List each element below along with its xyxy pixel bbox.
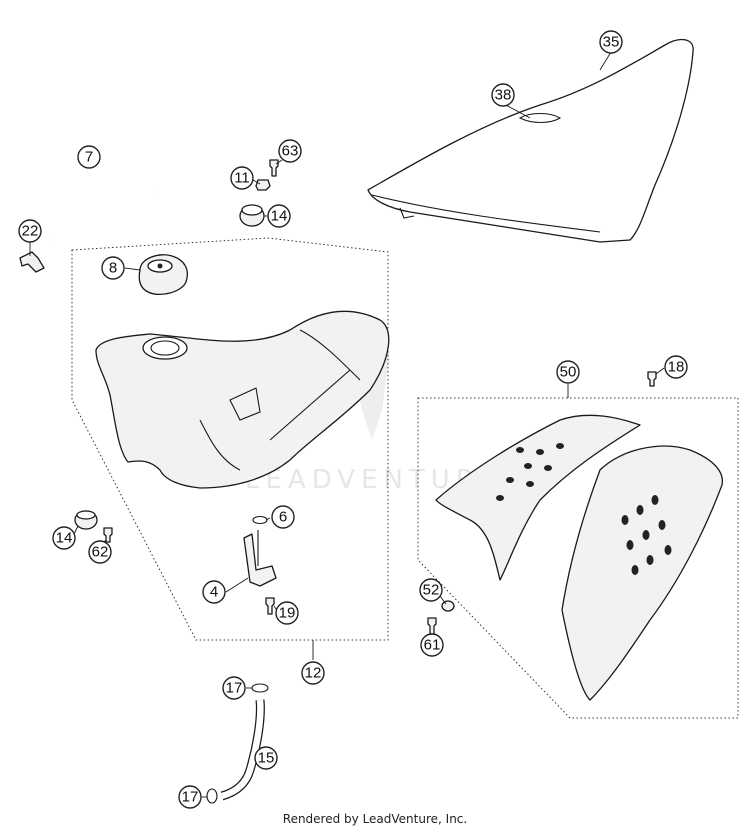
seat [367,38,694,243]
callout-7: 7 [77,145,101,169]
bolt-63 [269,159,279,177]
fuel-tap [243,530,277,587]
callout-17-top-label: 17 [226,680,243,697]
callout-8: 8 [101,256,125,280]
callout-17-bottom-label: 17 [182,789,199,806]
screw-62 [103,527,113,543]
callout-12: 12 [301,661,325,685]
callout-52: 52 [419,578,443,602]
callout-17-bottom: 17 [178,785,202,809]
callout-63: 63 [278,139,302,163]
screw-61 [427,617,437,635]
callout-17-top: 17 [222,676,246,700]
callout-52-label: 52 [423,582,440,599]
callout-62: 62 [88,540,112,564]
hose-clamp-bottom [206,788,218,804]
callout-15-label: 15 [258,750,275,767]
callout-35-label: 35 [603,34,620,51]
callout-61-label: 61 [424,637,441,654]
callout-22: 22 [18,219,42,243]
callout-35: 35 [599,30,623,54]
o-ring [252,515,268,525]
fuel-line [220,699,265,801]
callout-12-label: 12 [305,665,322,682]
callout-14-top: 14 [267,204,291,228]
callout-8-label: 8 [109,260,117,277]
callout-6-label: 6 [279,509,287,526]
callout-11-label: 11 [234,170,250,187]
callout-38-label: 38 [495,87,512,104]
washer-52 [441,600,455,612]
bushing-14-left [74,510,98,530]
right-shroud [561,445,723,701]
tank-group-outline [71,237,389,641]
screw-19 [265,597,275,615]
callout-7-label: 7 [85,149,93,166]
screw-18 [647,371,657,387]
callout-50: 50 [556,360,580,384]
callout-14-top-label: 14 [271,208,288,225]
render-credit: Rendered by LeadVenture, Inc. [282,812,468,826]
callout-18: 18 [664,355,688,379]
callout-62-label: 62 [92,544,109,561]
left-shroud [435,414,641,581]
callout-22-label: 22 [22,223,39,240]
bushing-14-top [239,204,265,227]
callout-11: 11 [230,166,254,190]
callout-14-left-label: 14 [56,530,73,547]
nut-11 [255,179,271,191]
callout-19-label: 19 [279,605,296,622]
callout-18-label: 18 [668,359,685,376]
callout-14-left: 14 [52,526,76,550]
shroud-group-outline [417,397,739,719]
elbow-fitting [19,251,45,273]
vent-hose [50,162,160,241]
callout-19: 19 [275,601,299,625]
callout-4-label: 4 [210,584,218,601]
callout-4: 4 [202,580,226,604]
callout-50-label: 50 [560,364,577,381]
fuel-tank [95,310,390,489]
hose-clamp-top [251,683,269,693]
callout-38: 38 [491,83,515,107]
filler-cap [138,254,188,296]
callout-63-label: 63 [282,143,299,160]
callout-6: 6 [271,505,295,529]
callout-61: 61 [420,633,444,657]
callout-15: 15 [254,746,278,770]
